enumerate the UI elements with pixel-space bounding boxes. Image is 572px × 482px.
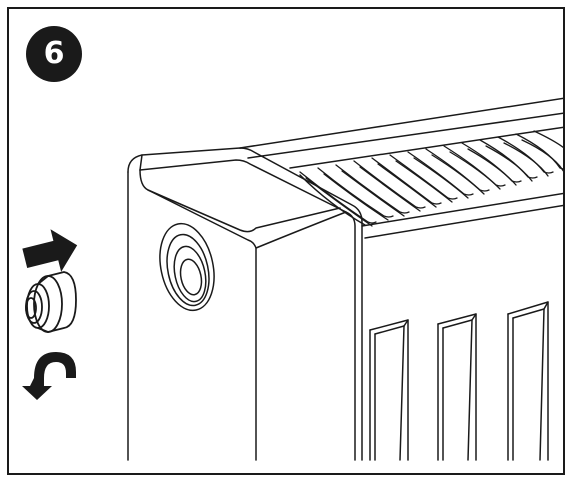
- rotate-clockwise-icon: [22, 352, 76, 400]
- radiator-side-panel: [127, 147, 363, 461]
- radiator-valve-port: [159, 222, 215, 312]
- radiator-front-fins: [369, 301, 549, 461]
- valve-cap-icon: [25, 271, 77, 333]
- illustration-frame: [7, 7, 565, 475]
- right-arrow-icon: [22, 229, 78, 272]
- step-number-badge: 6: [26, 26, 82, 82]
- radiator-top-grille: [239, 97, 563, 239]
